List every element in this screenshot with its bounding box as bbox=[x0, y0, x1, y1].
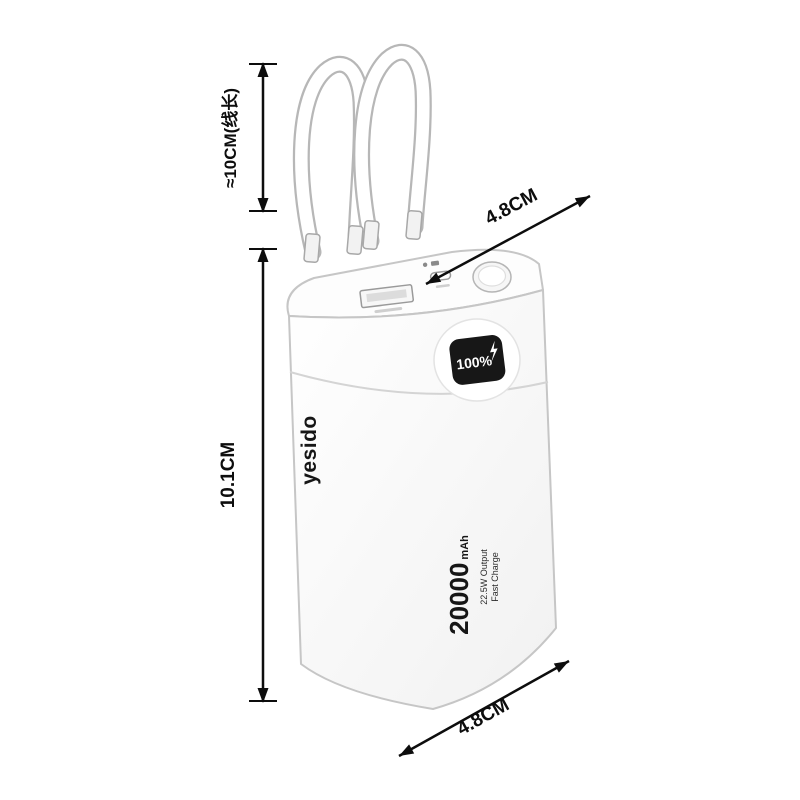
capacity-unit: mAh bbox=[459, 535, 471, 560]
connector-shaft bbox=[405, 209, 423, 241]
port-label-mark-2 bbox=[435, 284, 450, 288]
right-cable bbox=[353, 43, 432, 250]
left-cable bbox=[292, 55, 370, 261]
power-button bbox=[472, 261, 512, 293]
bottom-width-dim-label: 4.8CM bbox=[454, 694, 513, 740]
bottom-width-dimension bbox=[398, 659, 570, 758]
brand-logo: yesido bbox=[298, 415, 321, 485]
top-width-dimension bbox=[425, 194, 591, 286]
cap-seam-line bbox=[289, 371, 549, 395]
charge-bolt-icon bbox=[490, 340, 498, 363]
connector-shaft bbox=[303, 232, 321, 264]
height-dimension bbox=[249, 247, 277, 703]
cable-length-dimension bbox=[249, 62, 277, 213]
dim-arrow-up bbox=[257, 247, 269, 262]
battery-display: 100% bbox=[433, 318, 521, 402]
display-screen bbox=[449, 335, 506, 385]
dim-arrow-up bbox=[257, 62, 269, 77]
dim-arrow-right bbox=[553, 661, 569, 673]
top-width-dim-label: 4.8CM bbox=[482, 185, 541, 230]
cable-length-dim-label: ≈10CM(线长) bbox=[220, 88, 240, 188]
dim-arrow-right bbox=[574, 196, 590, 208]
dim-arrow-down bbox=[257, 198, 269, 213]
capacity-text: 20000 mAh bbox=[444, 535, 474, 635]
dim-arrow-left bbox=[399, 744, 415, 756]
capacity-value: 20000 bbox=[444, 563, 474, 635]
dim-arrow-left bbox=[426, 272, 442, 284]
spec-line-2: Fast Charge bbox=[490, 552, 500, 602]
bottom-width-dim-line bbox=[398, 659, 570, 758]
top-width-dim-line bbox=[425, 194, 591, 286]
usb-a-port-tongue bbox=[366, 289, 407, 303]
port-icon-dot bbox=[422, 262, 428, 267]
cable-connectors bbox=[303, 209, 423, 264]
spec-line-1: 22.5W Output bbox=[479, 549, 489, 605]
dim-arrow-down bbox=[257, 688, 269, 703]
port-label-mark bbox=[374, 307, 403, 314]
display-percent-text: 100% bbox=[455, 352, 493, 372]
connector-shaft bbox=[346, 224, 364, 256]
port-icon-mark bbox=[430, 260, 440, 266]
connector-shaft bbox=[362, 219, 380, 251]
height-dim-label: 10.1CM bbox=[218, 442, 239, 509]
